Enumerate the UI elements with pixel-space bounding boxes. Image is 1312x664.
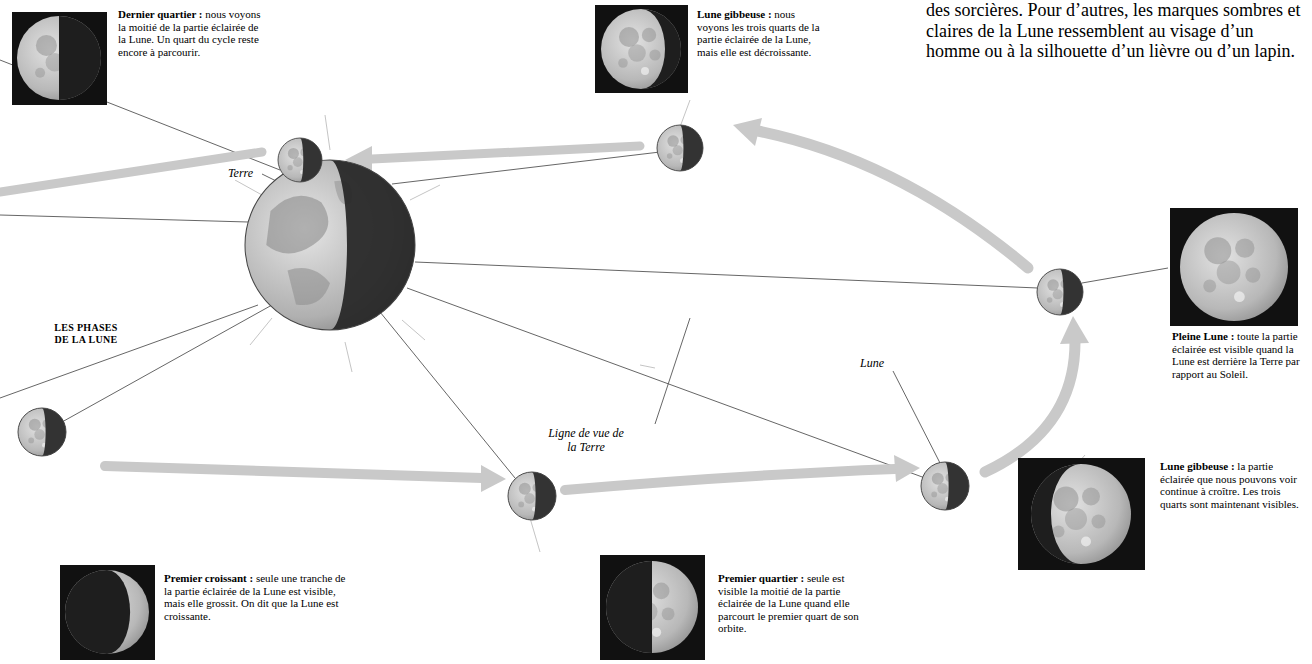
caption-heading: Premier quartier :: [718, 572, 804, 584]
phase-caption: Pleine Lune : toute la partie éclairée e…: [1172, 330, 1306, 380]
part-label: Lune: [858, 356, 886, 370]
phase-caption: Lune gibbeuse : nous voyons les trois qu…: [697, 8, 823, 58]
part-label: Terre: [226, 166, 255, 180]
phase-caption: Dernier quartier : nous voyons la moitié…: [118, 8, 268, 58]
phase-caption: Premier croissant : seule une tranche de…: [164, 572, 346, 622]
body-paragraph: des sorcières. Pour d’autres, les marque…: [926, 0, 1306, 62]
caption-heading: Dernier quartier :: [118, 8, 203, 20]
caption-heading: Pleine Lune :: [1172, 330, 1234, 342]
caption-heading: Premier croissant :: [164, 572, 253, 584]
phase-caption: Lune gibbeuse : la partie éclairée que n…: [1160, 460, 1300, 510]
diagram-title: LES PHASES DE LA LUNE: [48, 322, 124, 346]
caption-heading: Lune gibbeuse :: [1160, 460, 1235, 472]
line-of-sight-label: Ligne de vue de la Terre: [545, 426, 627, 454]
caption-heading: Lune gibbeuse :: [697, 8, 772, 20]
phase-caption: Premier quartier : seule est visible la …: [718, 572, 868, 635]
